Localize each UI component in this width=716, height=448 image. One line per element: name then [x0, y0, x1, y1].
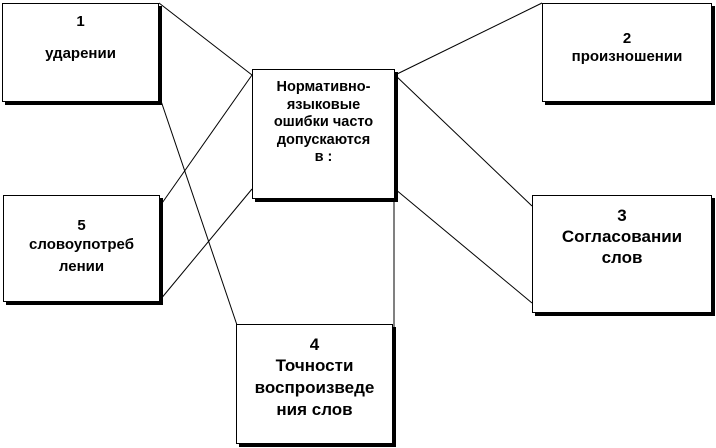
item-box-4: 4 Точности воспроизведе ния слов: [236, 324, 393, 444]
central-line-4: допускаются: [276, 131, 371, 148]
item-label-line-1: словоупотреб: [29, 236, 134, 253]
item-box-1: 1 ударении: [2, 3, 159, 102]
item-label-line-2: воспроизведе: [254, 378, 375, 397]
item-label-line-1: Точности: [275, 356, 354, 375]
central-line-2: языковые: [286, 96, 361, 113]
connector-center-to-box3-bottom: [394, 188, 533, 304]
item-label: ударении: [45, 45, 116, 62]
central-line-5: в :: [314, 149, 333, 165]
item-label-line-3: ния слов: [276, 400, 353, 419]
item-label-line-1: Согласовании: [561, 227, 683, 246]
item-number: 1: [76, 13, 85, 30]
item-box-3: 3 Согласовании слов: [532, 195, 712, 313]
central-line-1: Нормативно-: [276, 79, 371, 95]
connector-center-to-box3-top: [394, 74, 533, 207]
item-box-5: 5 словоупотреб лении: [3, 195, 160, 302]
connector-box5-top-to-center: [159, 74, 253, 207]
item-label-line-2: слов: [601, 248, 643, 267]
item-number: 5: [77, 217, 86, 234]
item-box-2: 2 произношении: [542, 3, 712, 102]
connector-box5-bottom-to-center: [159, 188, 253, 301]
item-number: 3: [617, 206, 627, 225]
item-number: 2: [622, 30, 632, 47]
item-number: 4: [309, 335, 320, 354]
connector-box1-to-center: [158, 2, 253, 76]
item-label-line-2: лении: [58, 258, 105, 275]
connector-box1-to-box4: [158, 94, 240, 332]
central-concept-box: Нормативно- языковые ошибки часто допуск…: [252, 69, 395, 199]
connector-box2-to-center: [394, 2, 543, 76]
item-label: произношении: [571, 48, 683, 65]
central-line-3: ошибки часто: [273, 114, 374, 130]
